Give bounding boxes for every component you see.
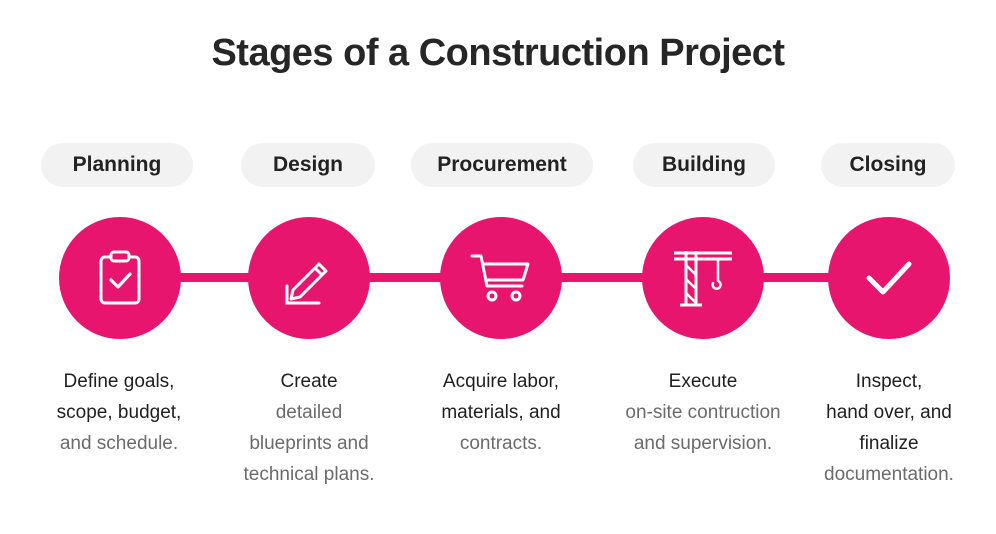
stage-building: Building Execute on-site contruction and… — [608, 0, 798, 534]
stage-closing: Closing Inspect, hand over, and finalize… — [794, 0, 984, 534]
stage-label: Closing — [849, 153, 927, 176]
stage-label-pill: Planning — [41, 143, 193, 187]
shopping-cart-icon — [470, 254, 530, 302]
stage-description: Inspect, hand over, and finalize documen… — [794, 366, 984, 490]
stage-description: Acquire labor, materials, and contracts. — [406, 366, 596, 459]
stage-circle — [642, 217, 764, 339]
desc-line: scope, budget, — [56, 402, 182, 423]
desc-line: and schedule. — [59, 433, 179, 454]
stage-label: Planning — [72, 153, 162, 176]
desc-line: and supervision. — [633, 433, 773, 454]
desc-line: blueprints and — [249, 433, 369, 454]
stage-circle — [59, 217, 181, 339]
desc-line: technical plans. — [243, 464, 375, 485]
pencil-icon — [285, 262, 328, 305]
stage-label-pill: Building — [633, 143, 775, 187]
desc-line: on-site contruction — [625, 402, 781, 423]
stage-description: Define goals, scope, budget, and schedul… — [24, 366, 214, 459]
stage-description: Create detailed blueprints and technical… — [214, 366, 404, 490]
desc-line: Define goals, — [63, 371, 175, 392]
desc-line: Inspect, — [855, 371, 923, 392]
stage-label: Design — [272, 153, 343, 176]
stage-design: Design Create detailed blueprints and te… — [214, 0, 404, 534]
desc-line: documentation. — [824, 464, 954, 485]
stage-label: Building — [662, 153, 746, 176]
checkmark-icon — [866, 261, 912, 295]
stage-circle — [440, 217, 562, 339]
crane-icon — [674, 251, 732, 307]
desc-line: finalize — [859, 433, 919, 454]
desc-line: hand over, and — [826, 402, 952, 423]
stage-circle — [828, 217, 950, 339]
stage-planning: Planning Define goals, scope, budget, an… — [24, 0, 214, 534]
page-title: Stages of a Construction Project — [211, 32, 785, 74]
desc-line: Acquire labor, — [442, 371, 560, 392]
stage-label-pill: Closing — [821, 143, 955, 187]
desc-line: Execute — [668, 371, 738, 392]
stage-label-pill: Procurement — [411, 143, 593, 187]
desc-line: materials, and — [441, 402, 561, 423]
stage-label: Procurement — [437, 153, 567, 176]
stage-description: Execute on-site contruction and supervis… — [608, 366, 798, 459]
stage-circle — [248, 217, 370, 339]
desc-line: Create — [280, 371, 338, 392]
stage-label-pill: Design — [241, 143, 375, 187]
clipboard-check-icon — [99, 250, 141, 305]
desc-line: contracts. — [459, 433, 543, 454]
stage-procurement: Procurement Acquire labor, materials, an… — [406, 0, 596, 534]
desc-line: detailed — [275, 402, 343, 423]
